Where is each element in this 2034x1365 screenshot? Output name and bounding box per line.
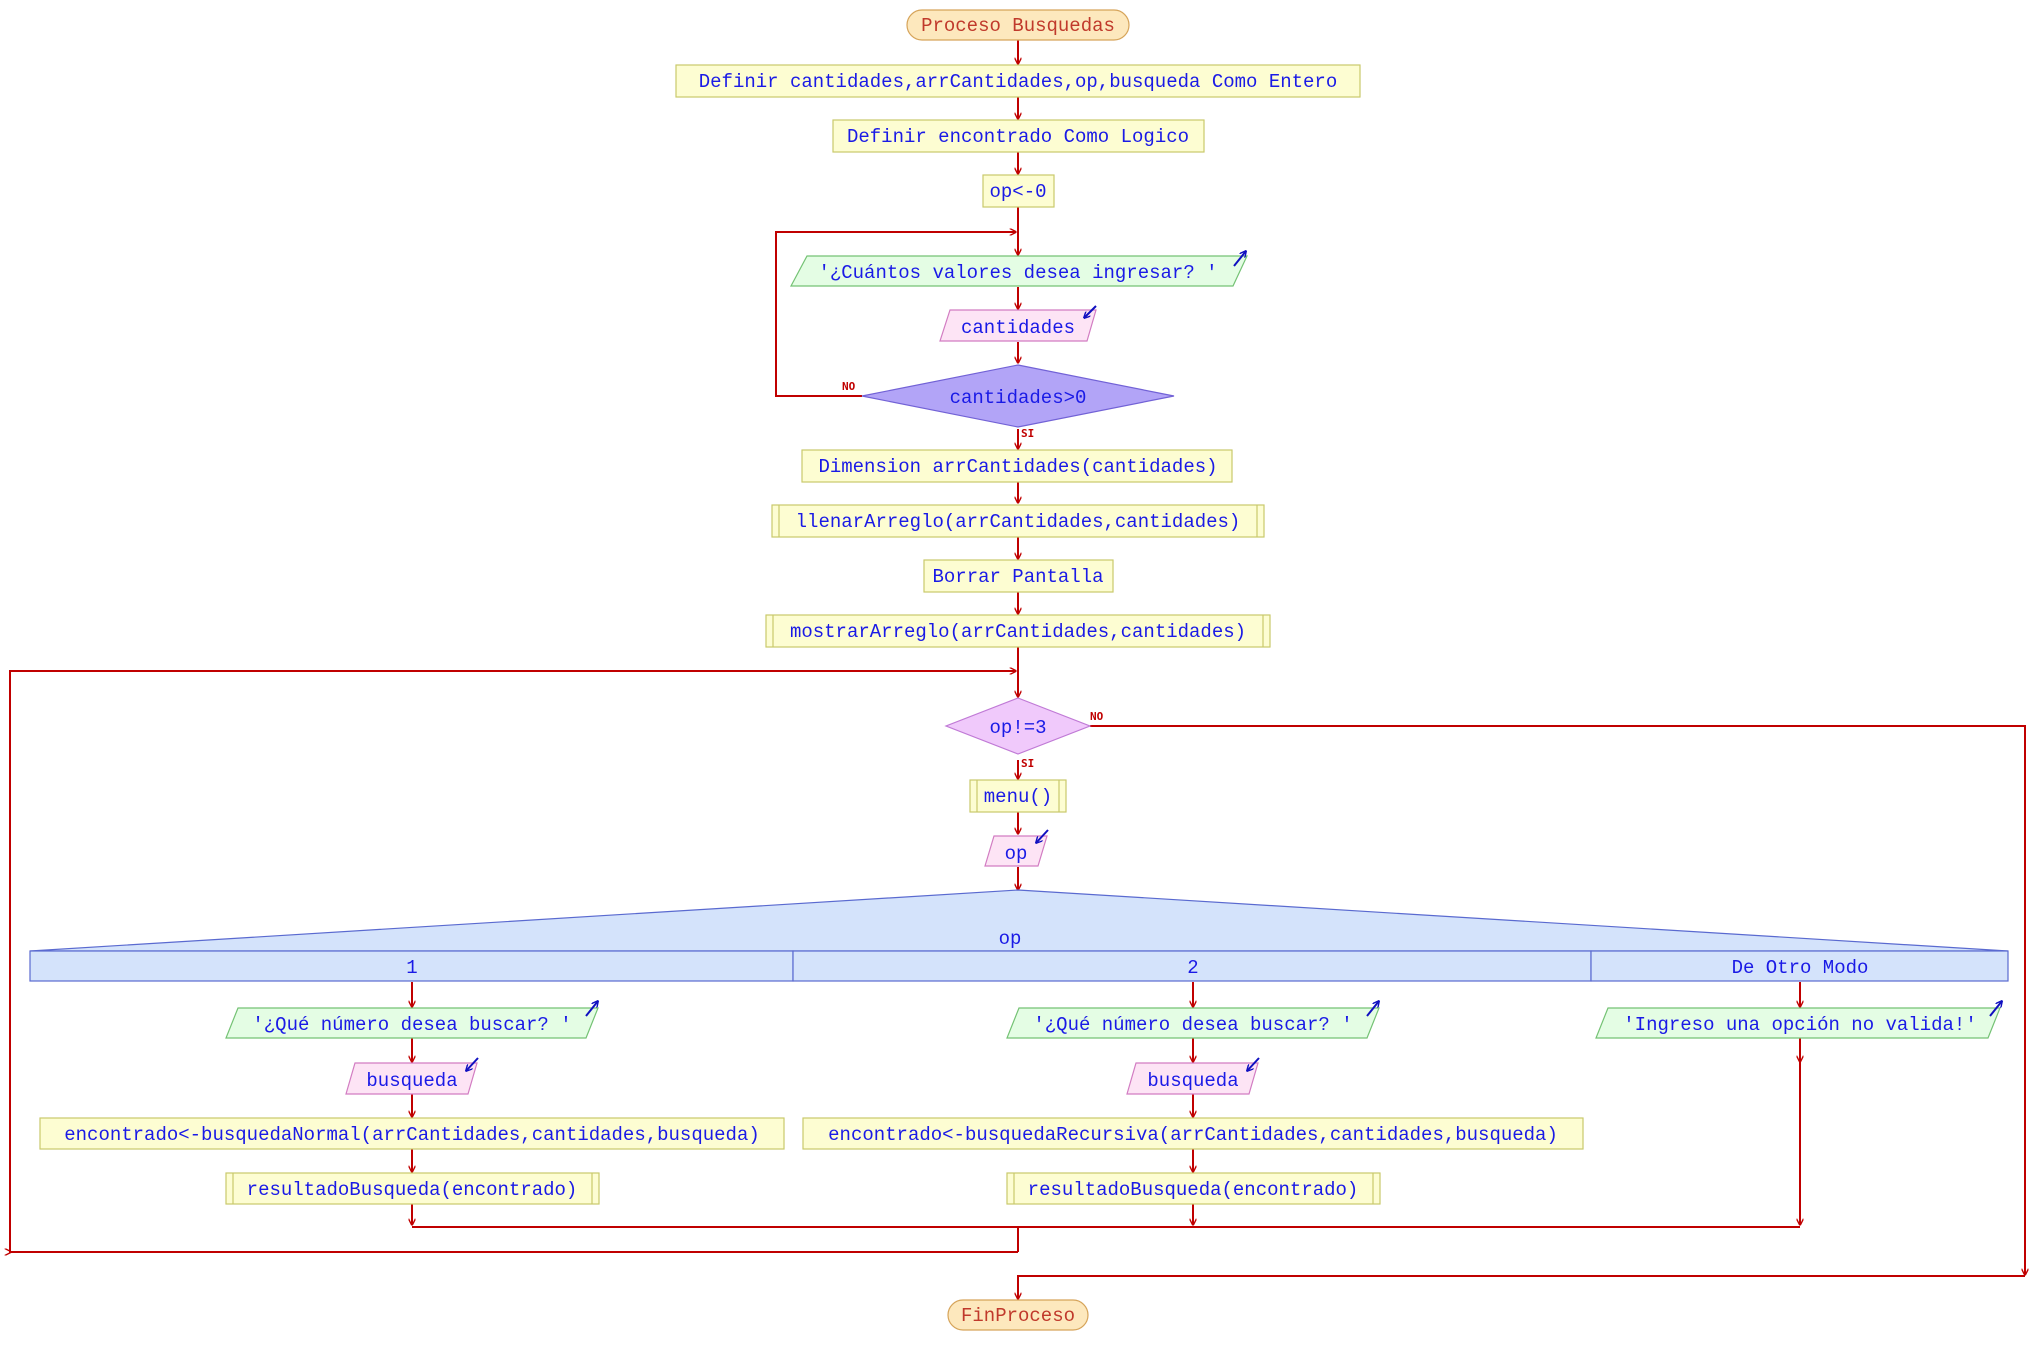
input-arrow-icon	[1036, 829, 1049, 843]
case2-output-prompt: '¿Qué número desea buscar? '	[1006, 1001, 1379, 1039]
case2-subprocess-call-label: resultadoBusqueda(encontrado)	[1028, 1179, 1359, 1201]
switch-case-2-label: 2	[1187, 957, 1198, 979]
decision-op: op!=3 NO SI	[944, 697, 1104, 770]
process-def1: Definir cantidades,arrCantidades,op,busq…	[675, 64, 1361, 98]
switch-case-otro-label: De Otro Modo	[1732, 957, 1869, 979]
process-assign-op: op<-0	[982, 174, 1055, 208]
start-terminal: Proceso Busquedas	[906, 9, 1130, 41]
subprocess-llenar-label: llenarArreglo(arrCantidades,cantidades)	[796, 511, 1241, 533]
subprocess-mostrar-label: mostrarArreglo(arrCantidades,cantidades)	[790, 621, 1246, 643]
subprocess-menu-label: menu()	[984, 786, 1052, 808]
input-arrow-icon	[1084, 305, 1097, 318]
case2-subprocess-call: resultadoBusqueda(encontrado)	[1006, 1172, 1381, 1205]
subprocess-mostrar: mostrarArreglo(arrCantidades,cantidades)	[765, 614, 1271, 648]
process-borrar-label: Borrar Pantalla	[932, 566, 1103, 588]
input-arrow-icon	[1247, 1057, 1260, 1071]
output-arrow-icon	[1233, 251, 1246, 267]
case1-output-prompt: '¿Qué número desea buscar? '	[225, 1001, 598, 1039]
end-label: FinProceso	[961, 1305, 1075, 1327]
case2-process-assign-label: encontrado<-busquedaRecursiva(arrCantida…	[828, 1124, 1558, 1146]
output-prompt-cantidades: '¿Cuántos valores desea ingresar? '	[790, 251, 1248, 287]
case1-subprocess-call-label: resultadoBusqueda(encontrado)	[247, 1179, 578, 1201]
switch-variable-label: op	[999, 928, 1022, 950]
decision-op-no-label: NO	[1090, 710, 1104, 723]
case2-output-prompt-label: '¿Qué número desea buscar? '	[1033, 1014, 1352, 1036]
input-read-op: op	[984, 829, 1049, 867]
case1-output-prompt-label: '¿Qué número desea buscar? '	[252, 1014, 571, 1036]
process-dimension: Dimension arrCantidades(cantidades)	[801, 449, 1233, 483]
caseotro-output-prompt: 'Ingreso una opción no valida!'	[1595, 1001, 2002, 1039]
decision-cantidades-si-label: SI	[1021, 427, 1034, 440]
process-assign-op-label: op<-0	[989, 181, 1046, 203]
process-def2: Definir encontrado Como Logico	[832, 119, 1205, 153]
end-terminal: FinProceso	[947, 1299, 1089, 1331]
case1-subprocess-call: resultadoBusqueda(encontrado)	[225, 1172, 600, 1205]
decision-cantidades-label: cantidades>0	[950, 387, 1087, 409]
case2-process-assign: encontrado<-busquedaRecursiva(arrCantida…	[802, 1117, 1584, 1150]
process-dimension-label: Dimension arrCantidades(cantidades)	[818, 456, 1217, 478]
switch-block: op 1 2 De Otro Modo	[29, 889, 2009, 982]
case2-input-read-label: busqueda	[1147, 1070, 1238, 1092]
input-read-cantidades: cantidades	[939, 305, 1097, 342]
decision-op-label: op!=3	[989, 717, 1046, 739]
input-read-cantidades-label: cantidades	[961, 317, 1075, 339]
case1-process-assign: encontrado<-busquedaNormal(arrCantidades…	[39, 1117, 785, 1150]
subprocess-menu: menu()	[969, 779, 1067, 813]
input-arrow-icon	[466, 1057, 479, 1071]
switch-case-otro	[1590, 950, 2009, 982]
output-arrow-icon	[1989, 1001, 2002, 1017]
decision-cantidades-no-label: NO	[842, 380, 856, 393]
output-arrow-icon	[1366, 1001, 1379, 1017]
process-borrar: Borrar Pantalla	[923, 559, 1114, 593]
case1-input-read-label: busqueda	[366, 1070, 457, 1092]
process-def2-label: Definir encontrado Como Logico	[847, 126, 1189, 148]
decision-op-si-label: SI	[1021, 757, 1034, 770]
case1-process-assign-label: encontrado<-busquedaNormal(arrCantidades…	[64, 1124, 760, 1146]
output-arrow-icon	[585, 1001, 598, 1017]
input-read-op-label: op	[1005, 843, 1028, 865]
subprocess-llenar: llenarArreglo(arrCantidades,cantidades)	[771, 504, 1265, 538]
switch-case-2	[792, 950, 1592, 982]
case2-input-read: busqueda	[1126, 1057, 1260, 1095]
case1-input-read: busqueda	[345, 1057, 479, 1095]
output-prompt-cantidades-label: '¿Cuántos valores desea ingresar? '	[818, 262, 1217, 284]
caseotro-output-prompt-label: 'Ingreso una opción no valida!'	[1623, 1014, 1976, 1036]
process-def1-label: Definir cantidades,arrCantidades,op,busq…	[699, 71, 1338, 93]
flow-lines	[10, 40, 2025, 1299]
decision-cantidades: cantidades>0 NO SI	[842, 364, 1175, 440]
start-label: Proceso Busquedas	[921, 15, 1115, 37]
switch-case-1-label: 1	[406, 957, 417, 979]
